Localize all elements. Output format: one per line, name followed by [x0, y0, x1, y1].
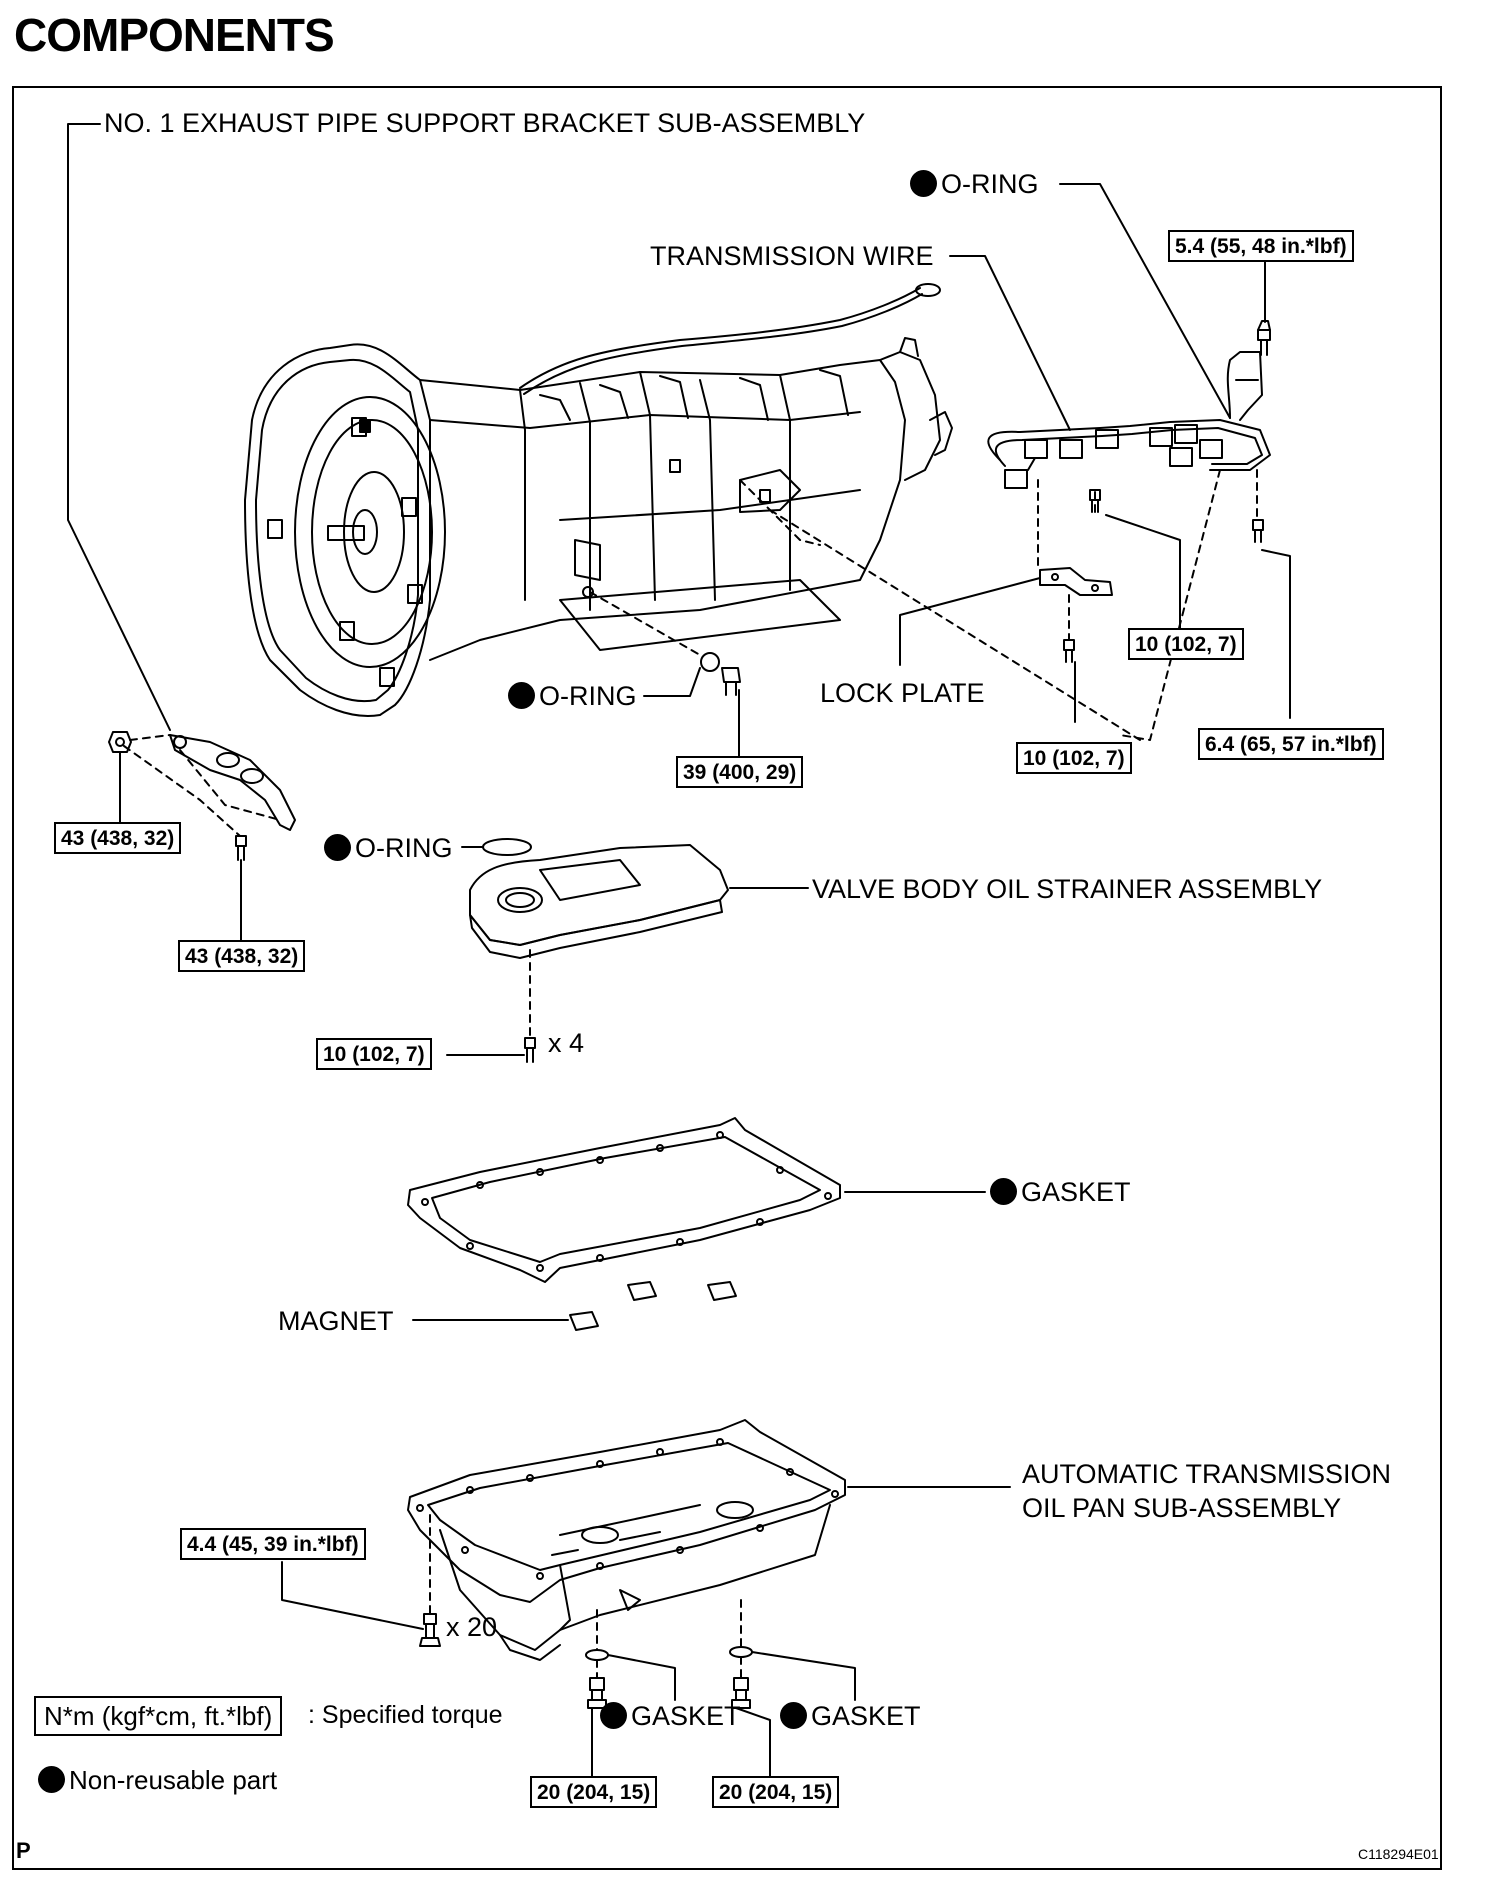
label-oring-top: O-RING	[910, 170, 1039, 198]
strainer-drawing	[469, 838, 729, 1063]
transmission-assembly-drawing	[244, 283, 953, 717]
legend-nonreusable: Non-reusable part	[38, 1766, 277, 1793]
transmission-wire-drawing	[987, 320, 1271, 663]
nonreusable-marker	[780, 1702, 807, 1729]
torque-drain-plug1: 20 (204, 15)	[530, 1776, 658, 1808]
label-oil-pan-line2: OIL PAN SUB-ASSEMBLY	[1022, 1493, 1342, 1523]
torque-drain-plug2: 20 (204, 15)	[712, 1776, 840, 1808]
assembly-dashed-lines	[123, 469, 1258, 1679]
torque-wire-clamp: 6.4 (65, 57 in.*lbf)	[1198, 728, 1384, 760]
label-oil-pan-line1: AUTOMATIC TRANSMISSION	[1022, 1459, 1392, 1489]
legend-torque-desc: : Specified torque	[308, 1701, 503, 1729]
torque-wire-connector: 5.4 (55, 48 in.*lbf)	[1168, 230, 1354, 262]
label-oring-mid: O-RING	[508, 682, 637, 710]
label-lock-plate: LOCK PLATE	[820, 678, 985, 708]
leader-lines	[67, 123, 1291, 1777]
oil-pan-drawing	[407, 1419, 846, 1709]
plug-drawing	[700, 652, 741, 696]
torque-bracket-nut: 43 (438, 32)	[54, 822, 182, 854]
torque-bracket-bolt: 43 (438, 32)	[178, 940, 306, 972]
exhaust-bracket-drawing	[108, 731, 296, 861]
torque-wire-bolt: 10 (102, 7)	[1128, 628, 1244, 660]
page-title: COMPONENTS	[14, 9, 335, 61]
nonreusable-marker	[38, 1766, 65, 1793]
nonreusable-marker	[508, 682, 535, 709]
label-qty-strainer: x 4	[548, 1028, 585, 1058]
torque-lock-plate-bolt: 10 (102, 7)	[1016, 742, 1132, 774]
torque-plug: 39 (400, 29)	[676, 756, 804, 788]
label-exhaust-bracket: NO. 1 EXHAUST PIPE SUPPORT BRACKET SUB-A…	[104, 108, 866, 138]
label-oring-strainer: O-RING	[324, 834, 453, 862]
nonreusable-marker	[600, 1702, 627, 1729]
label-gasket-drain1: GASKET	[600, 1702, 741, 1730]
label-gasket-drain2: GASKET	[780, 1702, 921, 1730]
label-gasket-pan: GASKET	[990, 1178, 1131, 1206]
nonreusable-marker	[990, 1178, 1017, 1205]
gasket-drawing	[407, 1117, 841, 1283]
magnet-drawing	[569, 1281, 737, 1331]
label-qty-pan: x 20	[446, 1612, 498, 1642]
torque-pan-bolt: 4.4 (45, 39 in.*lbf)	[180, 1528, 366, 1560]
page-mark: P	[16, 1838, 31, 1863]
label-magnet: MAGNET	[278, 1306, 394, 1336]
nonreusable-marker	[910, 170, 937, 197]
label-transmission-wire: TRANSMISSION WIRE	[650, 241, 934, 271]
nonreusable-marker	[324, 834, 351, 861]
figure-code: C118294E01	[1358, 1846, 1439, 1862]
legend-torque-unit: N*m (kgf*cm, ft.*lbf)	[34, 1696, 283, 1736]
diagram-frame	[12, 86, 1442, 1870]
torque-strainer-bolt: 10 (102, 7)	[316, 1038, 432, 1070]
label-valve-body-strainer: VALVE BODY OIL STRAINER ASSEMBLY	[812, 874, 1323, 904]
